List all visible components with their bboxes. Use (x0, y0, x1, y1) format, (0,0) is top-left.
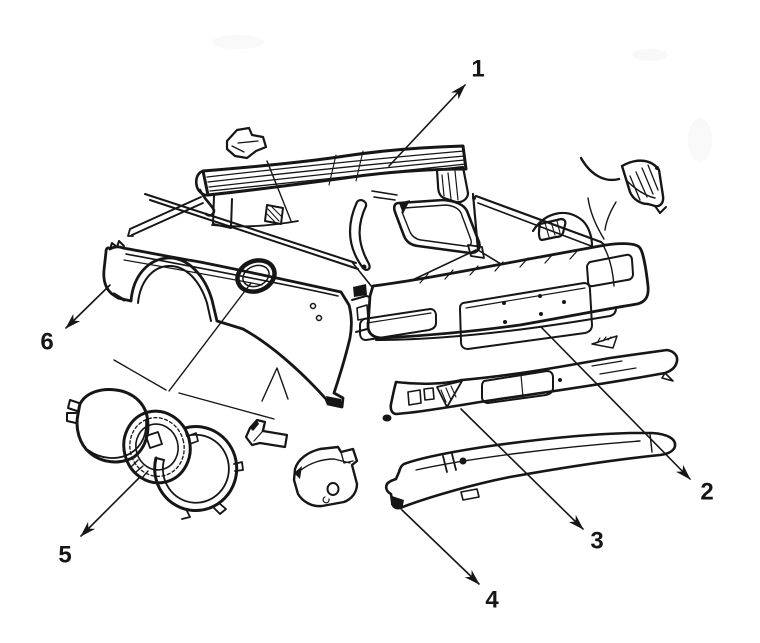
callout-number-2: 2 (700, 479, 713, 506)
trunk-inner-structure (348, 192, 608, 292)
callout-2: 2 (540, 326, 714, 506)
scan-artifacts (212, 35, 712, 162)
callout-number-5: 5 (58, 542, 71, 569)
side-strip-part (127, 196, 204, 237)
lamp-bowl-assembly-part (66, 388, 244, 520)
callout-number-4: 4 (485, 587, 499, 614)
callout-4: 4 (401, 509, 499, 614)
callout-arrow-3 (460, 408, 584, 530)
callout-arrow-5 (80, 476, 141, 537)
tail-panel-part (359, 242, 650, 350)
l-clip-bracket-part (244, 418, 289, 449)
lower-valance-part (384, 431, 677, 510)
callout-number-1: 1 (471, 56, 484, 83)
fan-gusset-part (579, 156, 667, 214)
body-deck-edges (144, 190, 398, 288)
callout-layer: 1 2 3 4 5 6 (40, 56, 713, 614)
callout-number-6: 6 (40, 329, 53, 356)
leader-lines (113, 160, 292, 420)
callout-arrow-6 (65, 284, 111, 329)
mounting-clip-part (225, 126, 268, 160)
callout-3: 3 (460, 408, 604, 555)
quarter-panel-part (102, 240, 353, 409)
callout-arrow-2 (540, 326, 691, 480)
callout-arrow-1 (388, 84, 466, 167)
crossmember-rail-part (194, 144, 470, 229)
callout-5: 5 (58, 476, 141, 569)
pointer-lines-right (587, 197, 617, 240)
callout-1: 1 (388, 56, 485, 167)
callout-6: 6 (40, 284, 111, 356)
box-bracket-part (292, 445, 359, 508)
callout-arrow-4 (401, 509, 480, 585)
callout-number-3: 3 (590, 528, 603, 555)
upper-valance-part (382, 348, 679, 422)
